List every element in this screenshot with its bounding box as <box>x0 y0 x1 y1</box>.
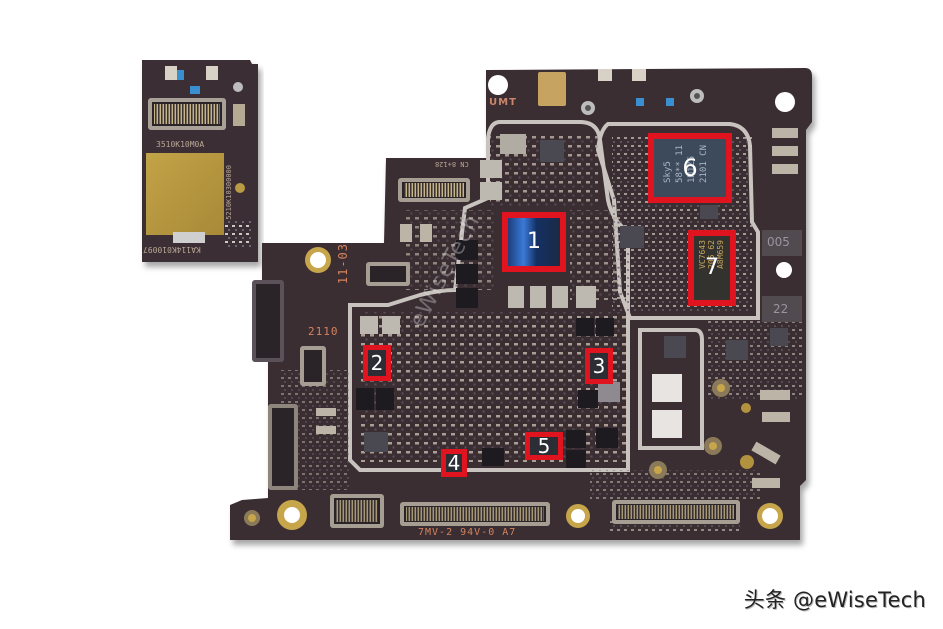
silk-umt: UMT <box>489 97 517 108</box>
marker-label: 7 <box>705 255 719 280</box>
marker-label: 1 <box>527 229 541 254</box>
chip-marker-1: 1 <box>502 212 566 272</box>
chip-marker-2: 2 <box>363 345 391 381</box>
chip-marker-7: VC7643 205 62 A8M659 7 <box>688 230 736 306</box>
marker-label: 5 <box>537 434 551 458</box>
silk-year-code: 2110 <box>308 325 339 338</box>
connectors <box>252 178 740 528</box>
silk-sub-board-side-code: 5210K10300000 <box>225 165 233 220</box>
watermark-text: 头条 @eWiseTech <box>743 588 926 612</box>
chip-marker-4: 4 <box>441 449 467 477</box>
rf-and-mounts <box>244 247 783 530</box>
marker-label: 4 <box>447 451 461 475</box>
marker-label: 6 <box>682 154 698 182</box>
silk-sub-board-code: 3510K10M0A <box>156 140 205 149</box>
marker-label: 3 <box>592 354 606 378</box>
chip-marker-6: Sky5 58** 11 1M1Z5 2101 CN 6 <box>648 133 732 203</box>
marker-label: 2 <box>370 351 384 375</box>
pad-label-22: 22 <box>773 302 789 316</box>
chip-marker-5: 5 <box>525 432 563 460</box>
silk-bottom-code: 7MV-2 94V-0 A7 <box>418 527 517 538</box>
silk-connector-code: CN 8+128 <box>435 160 469 168</box>
silk-sub-board-serial: KA114K010097 <box>143 245 201 254</box>
silk-date-code: 11-03 <box>336 243 350 285</box>
chip-marker-3: 3 <box>585 348 613 384</box>
pad-label-005: 005 <box>767 235 790 249</box>
